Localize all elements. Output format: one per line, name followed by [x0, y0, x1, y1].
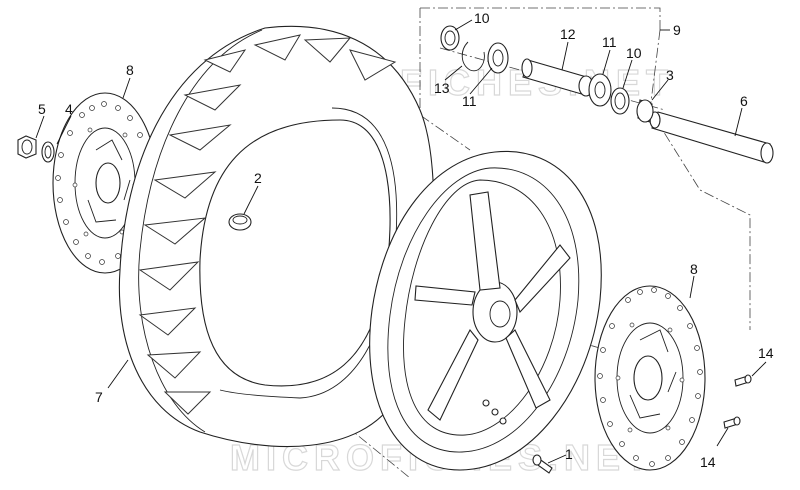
- callout-9: 9: [673, 22, 681, 38]
- callout-8-left: 8: [126, 62, 134, 78]
- spacer-ring-part-4: [41, 141, 55, 163]
- screw-part-14-upper: [734, 374, 752, 387]
- seal-part-10-left: [440, 25, 460, 51]
- axle-part-6: [649, 111, 774, 164]
- spacer-part-3: [636, 99, 654, 123]
- valve-part-2: [228, 213, 252, 231]
- screw-part-1: [532, 454, 553, 474]
- callout-6: 6: [740, 93, 748, 109]
- nut-part-5: [17, 135, 37, 159]
- leader-lines: [35, 19, 767, 464]
- callout-3: 3: [666, 67, 674, 83]
- callout-13: 13: [434, 80, 450, 96]
- callout-11-left: 11: [462, 93, 477, 109]
- wheel-rim: [369, 150, 602, 471]
- circlip-part-13: [461, 41, 485, 72]
- callout-10-left: 10: [474, 10, 490, 26]
- callout-10-right: 10: [626, 45, 642, 61]
- callout-4: 4: [65, 101, 73, 117]
- screw-part-14-lower: [723, 416, 741, 429]
- spacer-tube-part-12: [521, 58, 594, 97]
- callout-1: 1: [565, 446, 573, 462]
- seal-part-10-right: [610, 87, 630, 115]
- callout-14-lower: 14: [700, 454, 716, 470]
- bearing-part-11-left: [487, 42, 509, 74]
- callout-14-upper: 14: [758, 345, 774, 361]
- callout-5: 5: [38, 101, 46, 117]
- tyre-part-7: [118, 25, 435, 448]
- callout-2: 2: [254, 170, 262, 186]
- callout-8-right: 8: [690, 261, 698, 277]
- callout-12: 12: [560, 26, 576, 42]
- callout-labels: 1 2 3 4 5 6 7 8 8 9 10 10 11 11 12 13 14…: [38, 10, 774, 470]
- callout-7: 7: [95, 389, 103, 405]
- brake-disc-right: [594, 285, 706, 471]
- callout-11-right: 11: [602, 34, 617, 50]
- bearing-part-11-right: [588, 73, 612, 107]
